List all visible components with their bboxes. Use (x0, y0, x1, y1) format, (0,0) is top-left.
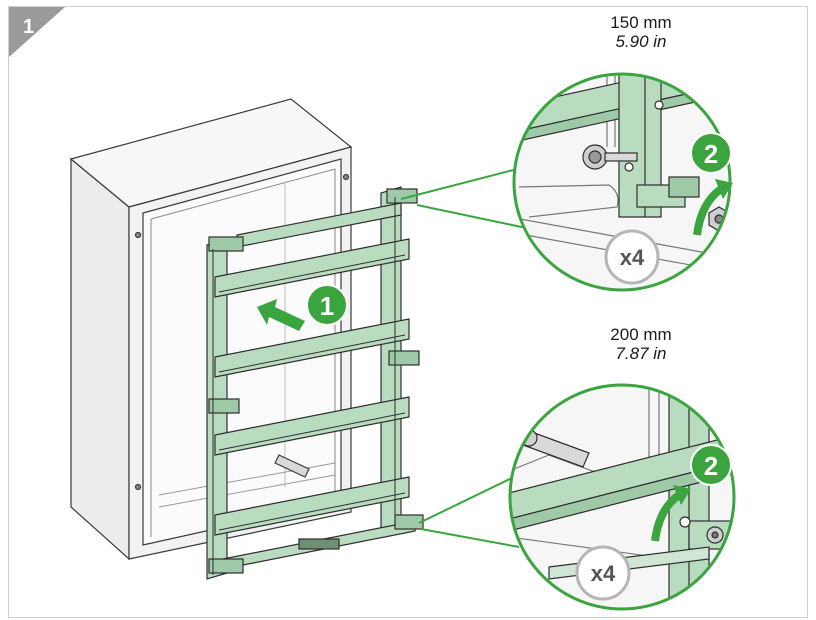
callout-step-2-bottom: 2 (690, 444, 732, 486)
quantity-badge-bottom: x4 (575, 545, 631, 601)
quantity-label: x4 (591, 561, 616, 586)
push-arrow (257, 299, 305, 331)
quantity-badge-top: x4 (604, 229, 660, 285)
screw-hole (134, 483, 142, 491)
support-rod (274, 454, 310, 478)
screw-hole (134, 231, 142, 239)
dimension-in: 5.90 in (615, 32, 667, 51)
mounting-frame (206, 186, 424, 580)
callout-step-2-top: 2 (690, 132, 732, 174)
callout-step-1: 1 (306, 284, 348, 326)
dimension-label-bottom: 200 mm 7.87 in (571, 325, 711, 363)
step-number: 1 (23, 16, 35, 38)
frame-bracket (208, 558, 244, 574)
screw-hole (342, 173, 350, 181)
frame-bracket (388, 350, 420, 366)
instruction-figure: 1 (8, 6, 808, 618)
step-corner-tab (9, 7, 65, 57)
dimension-label-top: 150 mm 5.90 in (571, 13, 711, 51)
enclosure-side (70, 157, 130, 561)
frame-rail (214, 396, 410, 456)
callout-label: 2 (704, 451, 718, 481)
dimension-mm: 150 mm (610, 13, 672, 32)
assembly-illustration: 1 2 2 x4 x4 (69, 72, 736, 611)
frame-clip (298, 538, 340, 550)
quantity-label: x4 (620, 245, 645, 270)
frame-rail (214, 238, 410, 298)
rail-details (212, 197, 406, 575)
rotate-arrow (651, 491, 682, 542)
frame-bracket (208, 236, 244, 252)
detail-connectors (400, 166, 532, 548)
frame-rail (214, 476, 410, 536)
frame-rail (214, 318, 410, 378)
rotate-arrow (693, 185, 724, 236)
frame-bracket (208, 398, 240, 414)
dimension-mm: 200 mm (610, 325, 672, 344)
dimension-in: 7.87 in (615, 344, 667, 363)
callout-label: 2 (704, 139, 718, 169)
callout-label: 1 (320, 291, 334, 321)
